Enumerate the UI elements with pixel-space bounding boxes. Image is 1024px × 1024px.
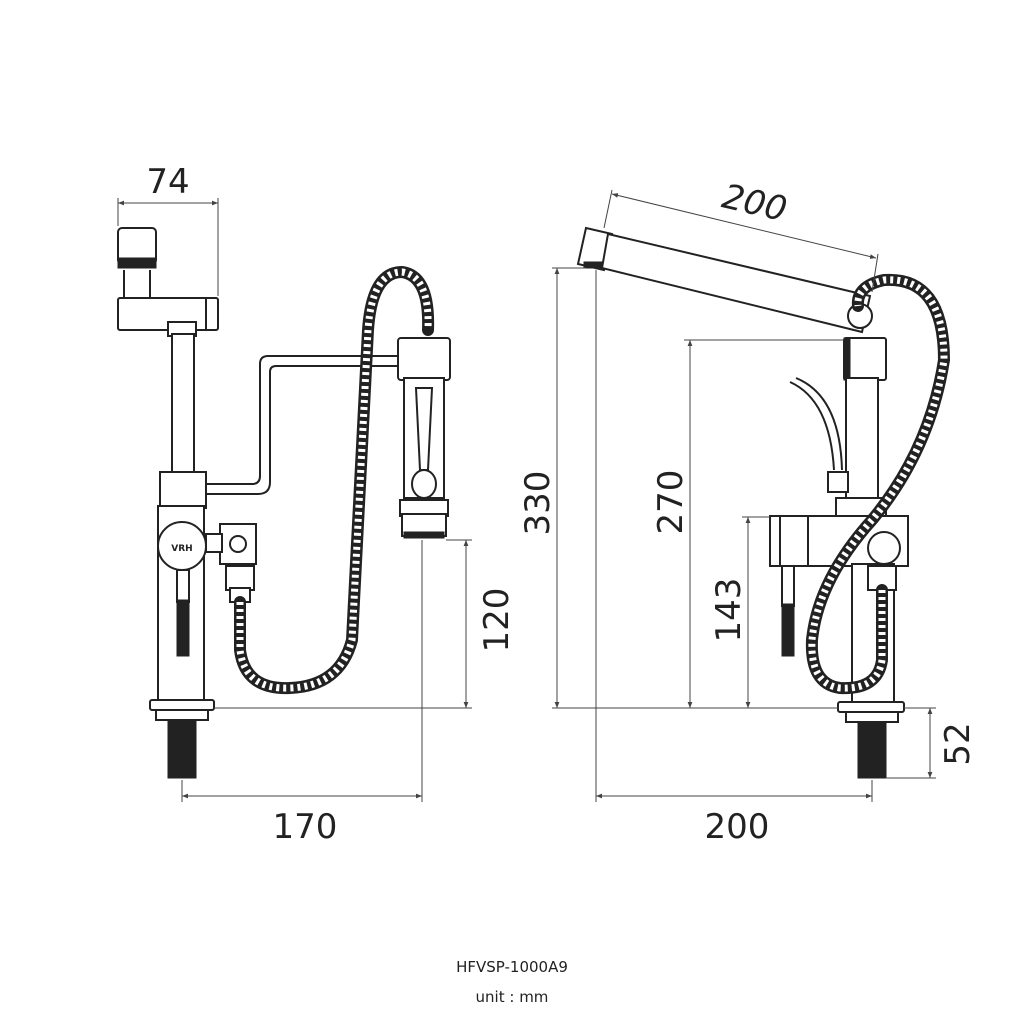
dim-front-width-bottom: 170: [273, 807, 338, 847]
dim-side-height-lever: 143: [709, 578, 749, 643]
front-view: [117, 227, 451, 779]
dim-side-height-mid: 270: [651, 470, 691, 535]
dim-front-height-hose: 120: [477, 588, 517, 653]
side-view: [576, 226, 951, 779]
front-dimensions: [117, 198, 472, 802]
dim-side-total-height: 330: [518, 471, 558, 536]
side-dimensions: [552, 189, 936, 802]
model-number: HFVSP-1000A9: [456, 958, 568, 976]
logo: VRH: [171, 544, 192, 554]
dim-side-base-width: 200: [705, 807, 770, 847]
dim-side-thread-length: 52: [938, 722, 978, 765]
dim-front-width-top: 74: [146, 162, 189, 202]
unit-label: unit : mm: [475, 988, 549, 1006]
